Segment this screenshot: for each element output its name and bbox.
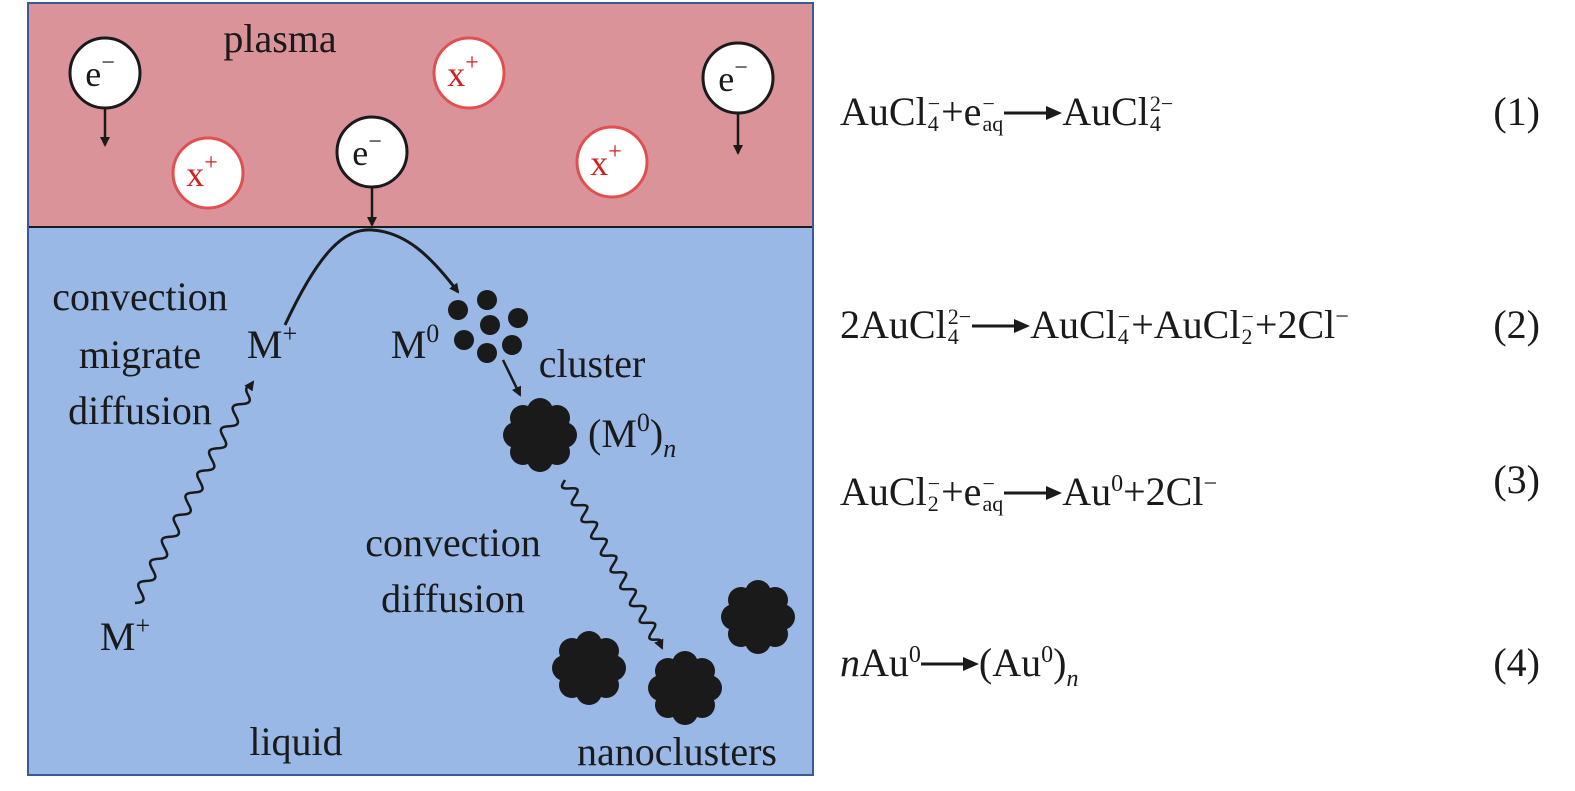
reaction-arrow-icon (972, 318, 1031, 333)
atom-dots (448, 290, 528, 363)
nanocluster-1 (552, 631, 626, 705)
diffusion-wave-left (134, 380, 255, 605)
cation-3: x+ (575, 125, 649, 199)
svg-text:x+: x+ (186, 150, 218, 194)
m-zero-label: M0 (391, 319, 440, 367)
cluster-arrow (501, 359, 522, 397)
electron-1: e− (68, 36, 142, 147)
diagram-frame (27, 2, 814, 776)
electron-2: e− (335, 115, 409, 227)
m-plus-lower: M+ (100, 611, 150, 659)
left-process-line-3: diffusion (68, 388, 212, 433)
left-process-line-1: convection (52, 274, 228, 319)
equation-1-number: (1) (1493, 89, 1540, 134)
cation-2: x+ (171, 136, 245, 210)
m-plus-upper: M+ (247, 319, 297, 367)
reaction-arrow-icon (1004, 485, 1063, 500)
equation-3-number: (3) (1493, 457, 1540, 502)
left-process-line-2: migrate (79, 332, 201, 377)
equation-4-number: (4) (1493, 640, 1540, 685)
nanoclusters-label: nanoclusters (577, 729, 777, 774)
equation-4: nAu0(Au0)n (4) (840, 633, 1540, 693)
reaction-arc (283, 228, 460, 326)
reaction-arrow-icon (1004, 105, 1063, 120)
svg-text:e−: e− (352, 129, 382, 173)
liquid-label: liquid (249, 719, 342, 764)
plasma-liquid-diagram: plasma e− e− e− x+ x+ x+ convection migr… (27, 2, 814, 776)
diffusion-wave-right (560, 479, 664, 650)
cation-1: x+ (432, 36, 506, 110)
equation-2-number: (2) (1493, 302, 1540, 347)
cluster-formula: (M0)n (588, 408, 676, 463)
svg-text:e−: e− (85, 50, 115, 94)
svg-text:e−: e− (718, 55, 748, 99)
electron-3: e− (701, 41, 775, 155)
cluster-label: cluster (539, 341, 646, 386)
cluster-blob (503, 398, 577, 472)
svg-text:x+: x+ (447, 50, 479, 94)
plasma-region (28, 3, 813, 227)
right-process-line-2: diffusion (381, 576, 525, 621)
right-process-line-1: convection (365, 520, 541, 565)
plasma-label: plasma (223, 16, 337, 61)
reaction-arrow-icon (920, 656, 979, 671)
svg-text:x+: x+ (590, 139, 622, 183)
nanocluster-3 (721, 580, 795, 654)
nanocluster-2 (648, 651, 722, 725)
